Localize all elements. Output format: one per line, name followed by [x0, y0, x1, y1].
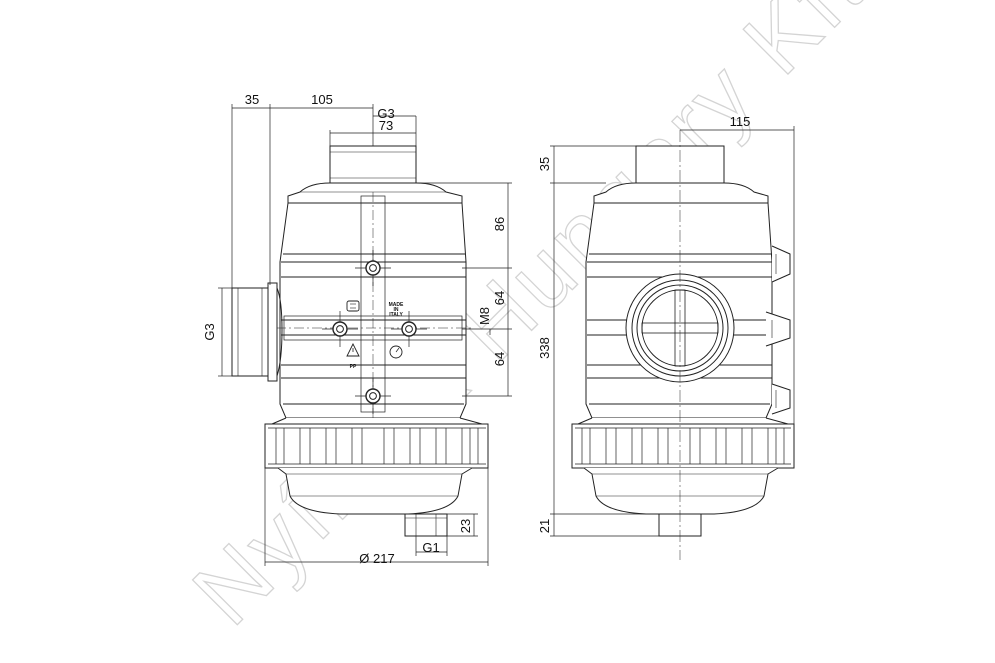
side-port: [231, 282, 283, 382]
side-lower-collar: [571, 423, 795, 469]
side-bottom-bowl: [583, 467, 779, 515]
bolt-right: [391, 311, 427, 347]
bottom-bowl: [277, 467, 473, 515]
dim-offset-left: 35: [245, 92, 259, 107]
drain-port: [404, 513, 448, 537]
upper-dome: [287, 182, 463, 204]
lower-collar: [264, 423, 489, 469]
dim-top-port-thread: G3: [377, 106, 394, 121]
dim-bolt-spacing-lower: 64: [492, 352, 507, 366]
dim-top-port-width: 73: [379, 118, 393, 133]
dim-bolt-thread: M8: [477, 307, 492, 325]
bolt-top: [355, 250, 391, 286]
pp-mark: PP: [350, 364, 357, 370]
dim-side-port-thread: G3: [202, 323, 217, 340]
dim-bolt-spacing-upper: 64: [492, 291, 507, 305]
front-dimension-lines: [218, 104, 512, 566]
made-in-italy-label: MADE IN ITALY: [389, 302, 404, 318]
made-label-line3: ITALY: [389, 312, 403, 318]
side-dimension-lines: [550, 126, 795, 537]
filter-icon: [346, 300, 360, 312]
dim-drain-height: 23: [458, 519, 473, 533]
dim-diameter: Ø 217: [359, 551, 394, 566]
dim-half-width: 115: [730, 114, 751, 129]
dim-offset-center: 105: [311, 92, 333, 107]
clock-icon: [389, 345, 403, 359]
dim-top-height: 35: [537, 157, 552, 171]
warning-icon: [346, 342, 360, 357]
dim-bottom-height: 21: [537, 519, 552, 533]
side-view: [571, 130, 795, 560]
bolt-left: [322, 311, 358, 347]
side-dimension-labels: 115 35 338 21: [537, 114, 750, 533]
dim-height-upper: 86: [492, 217, 507, 231]
front-view: MADE IN ITALY PP: [231, 145, 489, 537]
front-dimension-labels: 35 105 G3 73 G3 86 64 M8 64 Ø 217 G1 23: [202, 92, 507, 566]
bolt-bottom: [355, 378, 391, 414]
top-port: [329, 145, 417, 185]
dim-drain-thread: G1: [422, 540, 439, 555]
made-label-line2: IN: [394, 307, 399, 313]
dim-total-height: 338: [537, 337, 552, 359]
made-label-line1: MADE: [389, 302, 404, 308]
side-mount-tabs: [765, 245, 791, 415]
